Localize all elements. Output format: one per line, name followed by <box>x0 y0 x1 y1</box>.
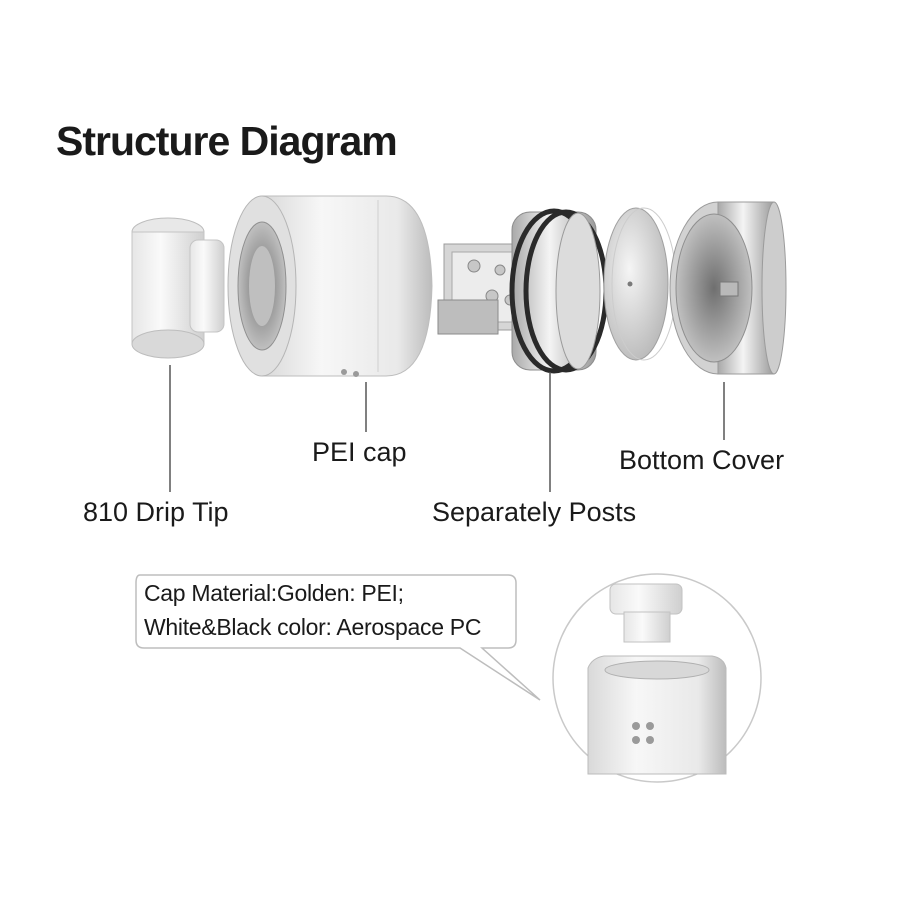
callout-line-1: Cap Material:Golden: PEI; <box>144 580 404 606</box>
zoom-detail-circle <box>552 573 762 783</box>
leader-lines <box>169 365 725 492</box>
pei-cap-part <box>227 195 433 377</box>
callout-bubble <box>135 574 541 701</box>
label-pei-cap: PEI cap <box>312 437 407 467</box>
diagram-title: Structure Diagram <box>56 118 398 164</box>
label-bottom-cover: Bottom Cover <box>619 445 785 475</box>
callout-text: Cap Material:Golden: PEI; White&Black co… <box>144 576 481 644</box>
bottom-cover-part <box>669 201 787 375</box>
deck-posts-part <box>437 208 609 374</box>
label-drip-tip: 810 Drip Tip <box>83 497 229 527</box>
contact-disk-part <box>603 207 677 361</box>
callout-line-2: White&Black color: Aerospace PC <box>144 614 482 640</box>
drip-tip-part <box>131 217 225 359</box>
label-separately-posts: Separately Posts <box>432 497 637 527</box>
